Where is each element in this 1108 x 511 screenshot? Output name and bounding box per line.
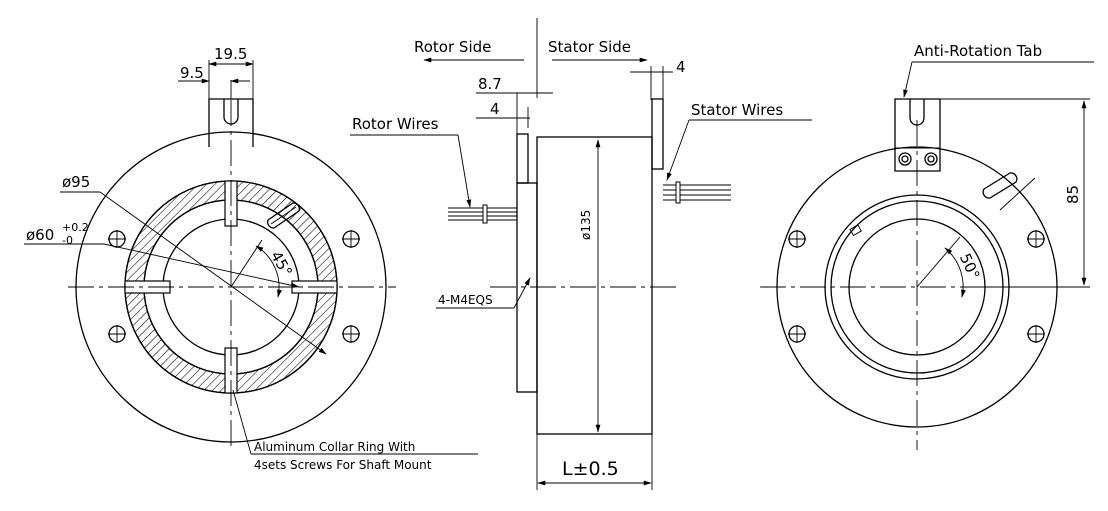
- dim-dia135-label: ø135: [579, 210, 593, 240]
- main-body: [536, 136, 653, 435]
- dim-4-right-label: 4: [676, 58, 686, 76]
- dim-dia95-label: ø95: [62, 173, 90, 191]
- screws-label: 4-M4EQS: [438, 293, 493, 307]
- stator-wires-label: Stator Wires: [691, 101, 783, 119]
- dim-dia60-label: ø60: [26, 226, 54, 244]
- right-slot: [982, 172, 1018, 199]
- dim-4-left-label: 4: [490, 100, 500, 118]
- stator-side-label: Stator Side: [548, 38, 631, 56]
- rotor-wires-label: Rotor Wires: [352, 115, 439, 133]
- rotor-wires: [448, 204, 517, 224]
- dim-dia60-tol-upper: +0.2: [62, 221, 89, 234]
- left-view: 19.5 9.5 ø95: [24, 45, 478, 472]
- length-label: L±0.5: [562, 458, 619, 480]
- dim-dia60-tol-lower: -0: [62, 234, 73, 247]
- rotor-side-label: Rotor Side: [414, 38, 491, 56]
- angle-45-label: 45°: [267, 248, 296, 280]
- angle-50-label: 50°: [956, 251, 984, 283]
- tab-screws: [898, 152, 938, 166]
- anti-rotation-tab-label: Anti-Rotation Tab: [914, 42, 1042, 60]
- right-mounting-holes: [788, 230, 1045, 343]
- side-view: Rotor Side Stator Side 8.7 4 4 Rotor Wir…: [350, 18, 812, 490]
- dim-9-5-label: 9.5: [180, 64, 204, 82]
- right-view: 50° 85 Anti-Rotation Tab: [760, 42, 1094, 450]
- dim-85-label: 85: [1064, 185, 1082, 204]
- dim-8-7-label: 8.7: [478, 75, 502, 93]
- dim-19-5-label: 19.5: [214, 45, 247, 63]
- stator-wires: [663, 181, 731, 204]
- note-line1: Aluminum Collar Ring With: [254, 440, 415, 454]
- rotor-flange: [516, 182, 538, 393]
- stator-tab: [651, 98, 664, 170]
- left-collar-slot: [267, 202, 300, 229]
- note-line2: 4sets Screws For Shaft Mount: [254, 458, 432, 472]
